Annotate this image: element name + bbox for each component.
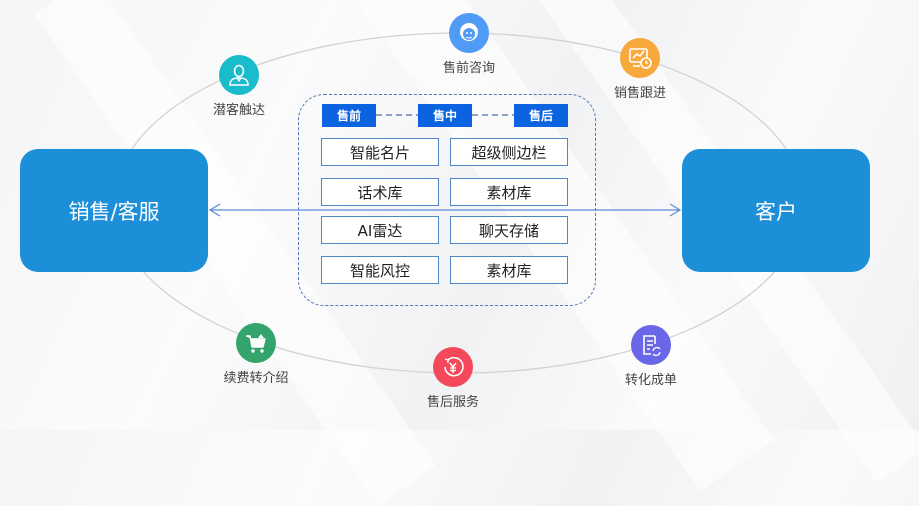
arrow-head-left (208, 203, 221, 217)
sales-service-box: 销售/客服 (20, 149, 208, 272)
customer-box: 客户 (682, 149, 870, 272)
stage-in-sale: 售中 (418, 104, 472, 127)
document-refresh-icon (631, 325, 671, 365)
feature-smart-risk-control: 智能风控 (321, 256, 439, 284)
node-label: 转化成单 (624, 373, 677, 388)
feature-material-library-2: 素材库 (450, 256, 568, 284)
node-label: 售后服务 (426, 395, 479, 410)
user-icon (219, 55, 259, 95)
chart-clock-icon (620, 38, 660, 78)
feature-smart-card: 智能名片 (321, 138, 439, 166)
shopping-cart-icon (236, 323, 276, 363)
arrow-head-right (669, 203, 682, 217)
feature-script-library: 话术库 (321, 178, 439, 206)
node-label: 潜客触达 (212, 103, 265, 118)
feature-chat-storage: 聊天存储 (450, 216, 568, 244)
yen-refresh-icon (433, 347, 473, 387)
node-label: 续费转介绍 (223, 371, 289, 386)
node-prospect-reach: 潜客触达 (189, 55, 289, 118)
node-presale-consult: 售前咨询 (419, 13, 519, 76)
node-sales-followup: 销售跟进 (590, 38, 690, 101)
stage-after-sale: 售后 (514, 104, 568, 127)
feature-material-library: 素材库 (450, 178, 568, 206)
sales-service-label: 销售/客服 (68, 199, 160, 224)
customer-service-icon (449, 13, 489, 53)
customer-label: 客户 (755, 199, 797, 224)
stage-pre-sale: 售前 (322, 104, 376, 127)
node-after-sale-service: 售后服务 (403, 347, 503, 410)
feature-super-sidebar: 超级侧边栏 (450, 138, 568, 166)
feature-panel (298, 94, 596, 306)
node-renewal-referral: 续费转介绍 (206, 323, 306, 386)
node-label: 售前咨询 (442, 61, 495, 76)
node-conversion: 转化成单 (601, 325, 701, 388)
feature-ai-radar: AI雷达 (321, 216, 439, 244)
node-label: 销售跟进 (613, 86, 666, 101)
